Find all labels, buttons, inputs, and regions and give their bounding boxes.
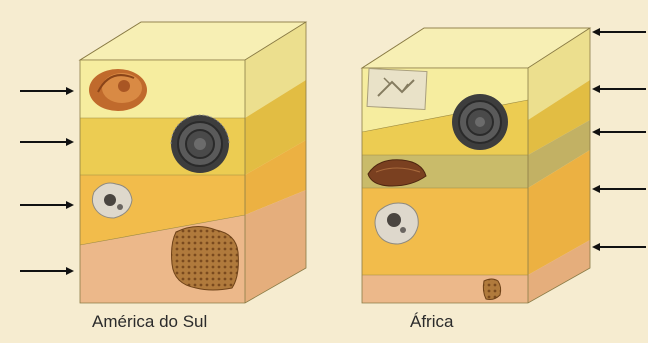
ammonite-fossil-orange xyxy=(89,69,147,111)
arrows-right xyxy=(592,28,646,251)
ammonite-fossil-dark xyxy=(452,94,508,150)
arrow-right-icon xyxy=(20,267,74,275)
ammonite-fossil-dark xyxy=(171,115,229,173)
south-america-label: América do Sul xyxy=(92,312,207,332)
arrows-left xyxy=(20,87,74,275)
crinoid-fossil xyxy=(375,203,418,244)
south-america-block xyxy=(80,22,306,303)
af-layer-peach xyxy=(362,275,528,303)
arrow-left-icon xyxy=(592,28,646,36)
coral-fossil xyxy=(483,279,500,300)
africa-block xyxy=(362,28,590,303)
africa-label: África xyxy=(410,312,453,332)
arrow-right-icon xyxy=(20,201,74,209)
arrow-right-icon xyxy=(20,138,74,146)
arrow-left-icon xyxy=(592,128,646,136)
plant-leaf-fossil xyxy=(367,69,427,110)
coral-fossil xyxy=(172,226,239,290)
arrow-left-icon xyxy=(592,85,646,93)
arrow-left-icon xyxy=(592,243,646,251)
arrow-right-icon xyxy=(20,87,74,95)
arrow-left-icon xyxy=(592,185,646,193)
